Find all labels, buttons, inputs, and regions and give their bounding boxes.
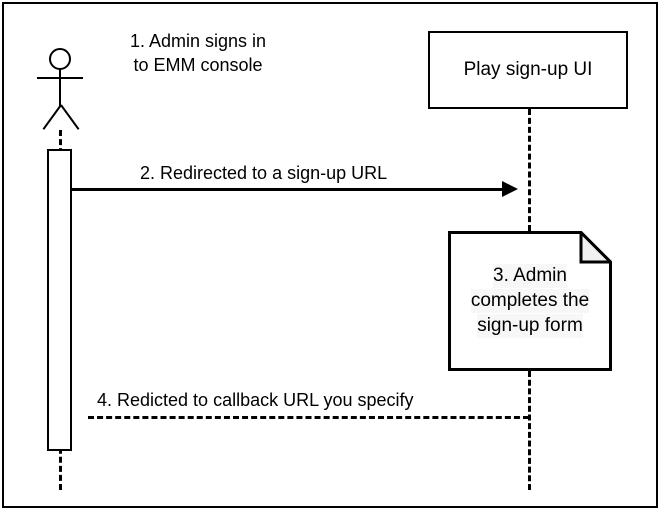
actor-caption-line-1: 1. Admin signs in [129, 31, 267, 51]
message-line-4 [88, 416, 529, 419]
message-arrowhead-2-icon [502, 181, 518, 197]
note-line-2: completes the [470, 289, 590, 313]
note-admin-completes-form: 3. Admin completes the sign-up form [448, 231, 612, 371]
diagram-frame-border [2, 2, 658, 508]
play-lifeline-lower [528, 371, 531, 490]
actor-body-icon [59, 69, 61, 106]
message-label-4: 4. Redicted to callback URL you specify [97, 390, 414, 410]
play-lifeline-upper [528, 109, 531, 231]
participant-box-play-signup-ui[interactable]: Play sign-up UI [428, 31, 628, 109]
message-line-2 [72, 188, 502, 191]
participant-label-play-signup-ui: Play sign-up UI [463, 58, 593, 80]
actor-caption: 1. Admin signs in to EMM console [98, 30, 298, 78]
note-line-3: sign-up form [477, 313, 583, 338]
note-text-block: 3. Admin completes the sign-up form [448, 231, 612, 371]
actor-head-icon [49, 48, 71, 70]
actor-activation-bar [47, 149, 72, 451]
actor-caption-line-2: to EMM console [133, 54, 263, 75]
note-line-1: 3. Admin [493, 264, 567, 289]
message-label-2: 2. Redirected to a sign-up URL [140, 163, 388, 183]
